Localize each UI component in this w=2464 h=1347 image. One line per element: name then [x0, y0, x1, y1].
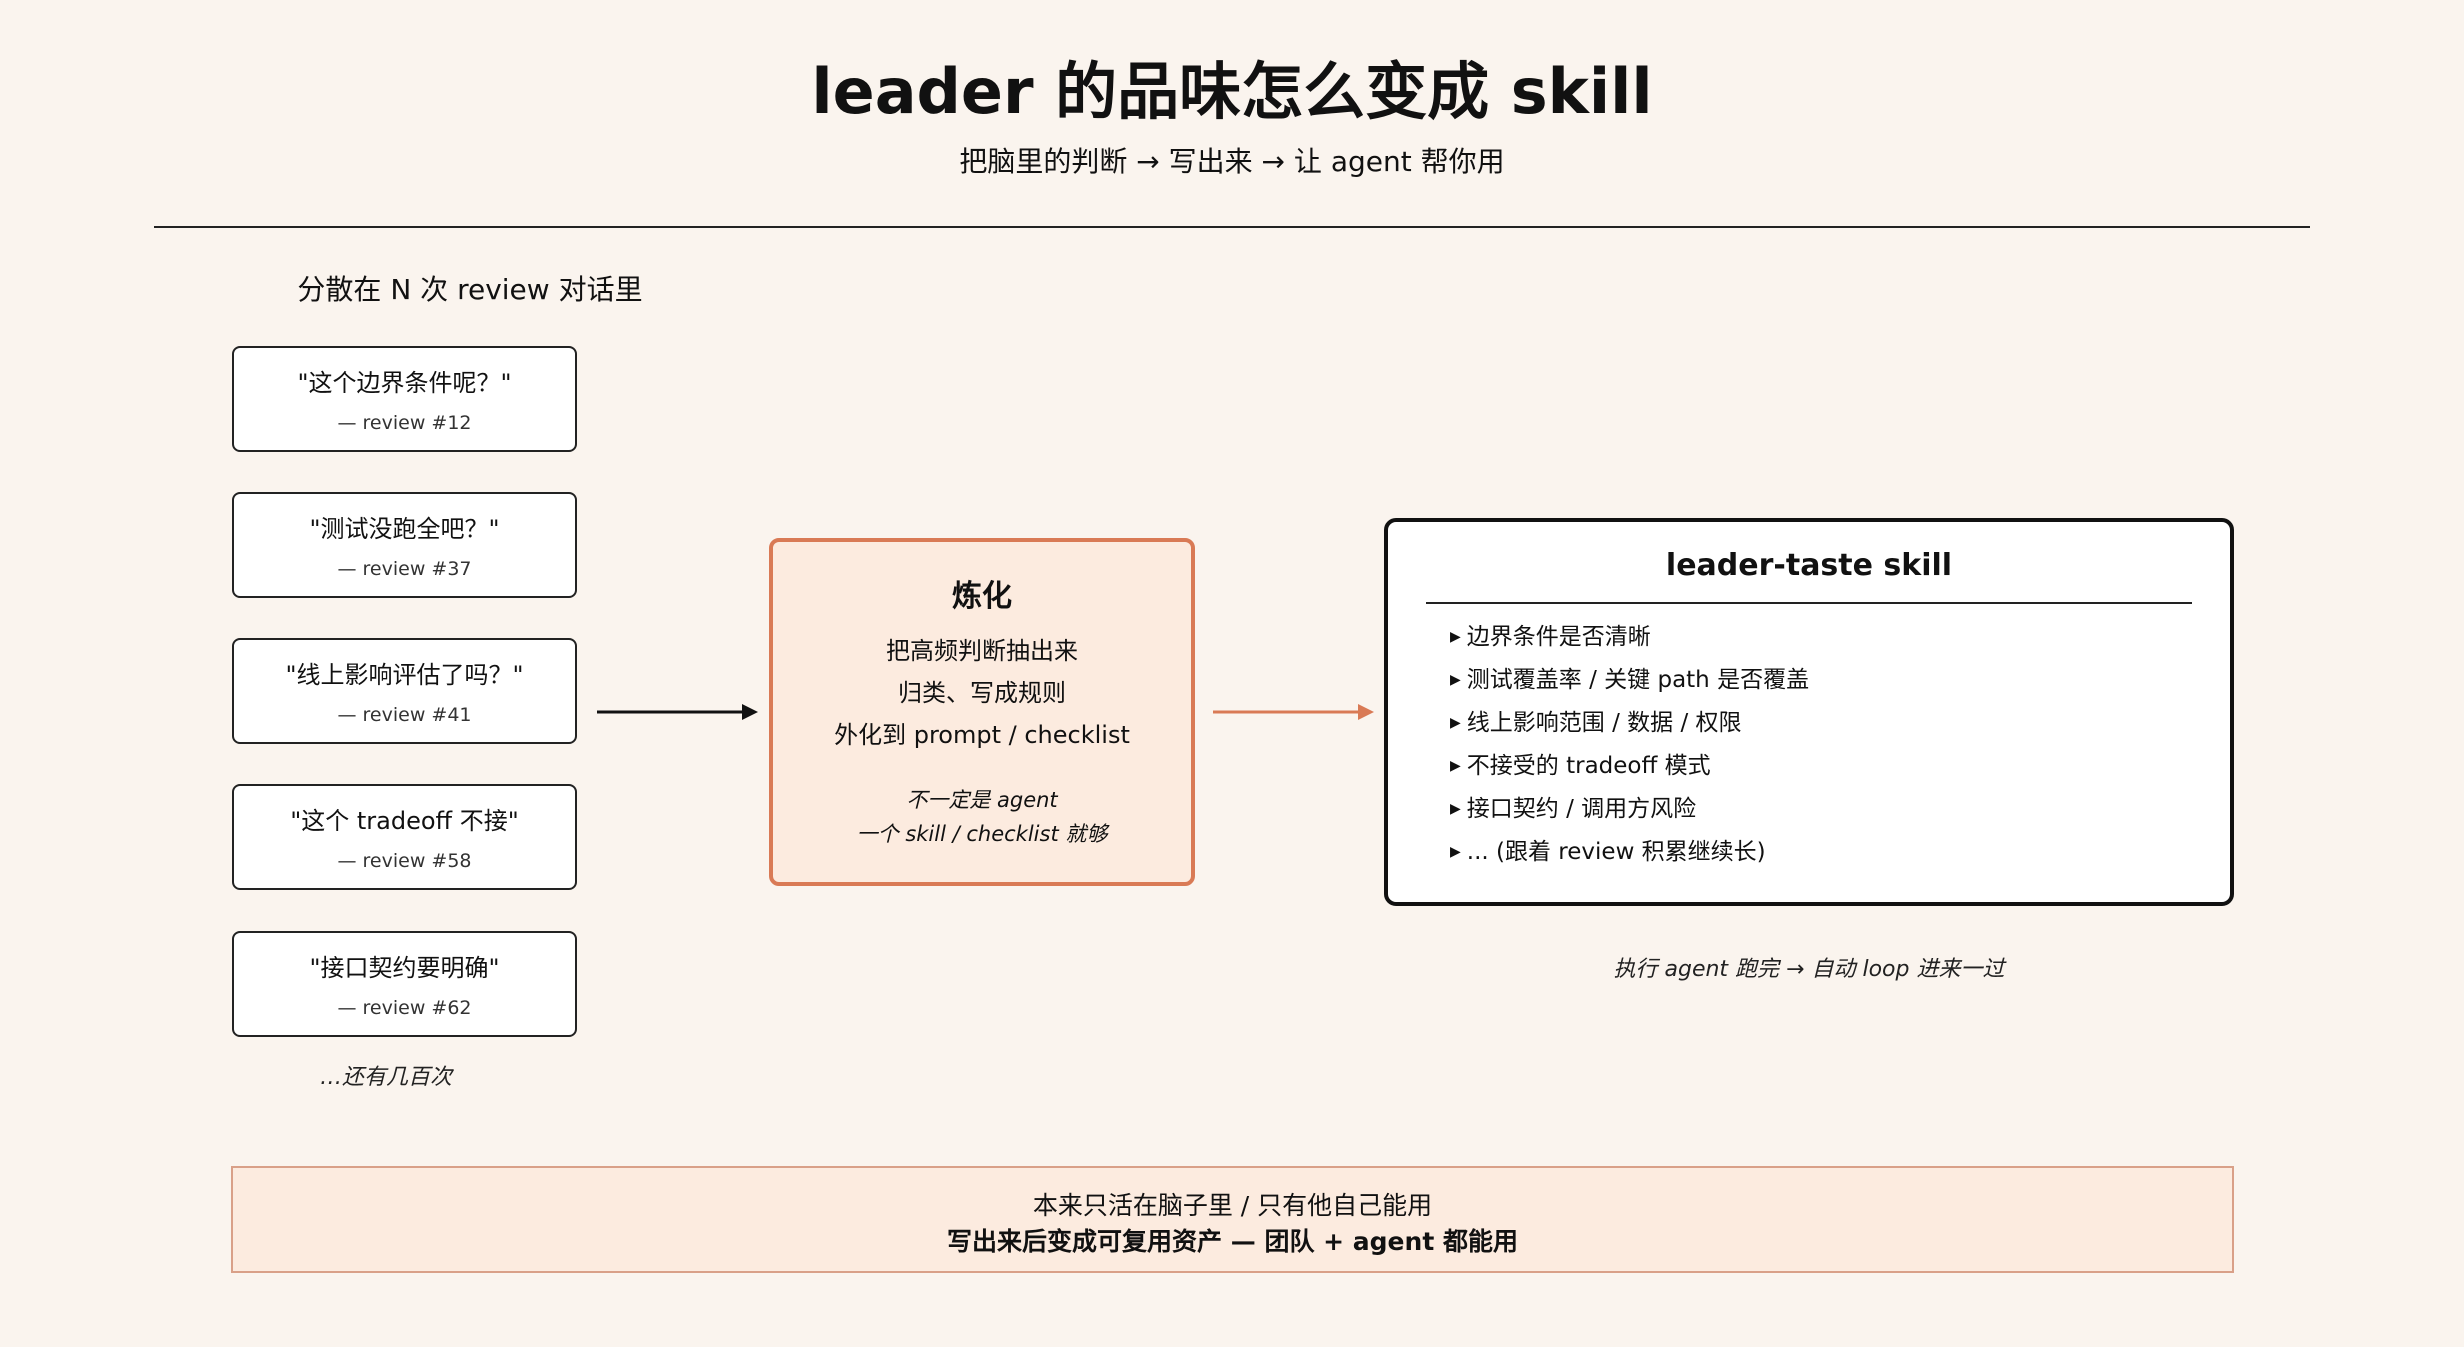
bullet-triangle-icon: ▶: [1450, 844, 1461, 860]
quote-text: "测试没跑全吧？": [309, 515, 500, 543]
quote-text: "线上影响评估了吗？": [285, 661, 524, 689]
quote-card: "这个 tradeoff 不接" — review #58: [232, 784, 577, 890]
header-divider: [154, 226, 2310, 228]
sources-label: 分散在 N 次 review 对话里: [297, 273, 643, 306]
skill-item: ▶ 接口契约 / 调用方风险: [1450, 792, 2200, 826]
quote-source: — review #37: [337, 558, 472, 580]
skill-item: ▶ 线上影响范围 / 数据 / 权限: [1450, 706, 2200, 740]
skill-item: ▶ 测试覆盖率 / 关键 path 是否覆盖: [1450, 663, 2200, 697]
bullet-triangle-icon: ▶: [1450, 758, 1461, 774]
skill-title-divider: [1426, 602, 2192, 604]
quote-text: "这个边界条件呢？": [297, 369, 512, 397]
footer-summary-box: 本来只活在脑子里 / 只有他自己能用 写出来后变成可复用资产 — 团队 + ag…: [231, 1166, 2234, 1273]
bullet-triangle-icon: ▶: [1450, 801, 1461, 817]
skill-item: ▶ 边界条件是否清晰: [1450, 620, 2200, 654]
footer-line-before: 本来只活在脑子里 / 只有他自己能用: [1032, 1191, 1433, 1220]
skill-box: leader-taste skill ▶ 边界条件是否清晰 ▶ 测试覆盖率 / 关键…: [1384, 518, 2234, 906]
skill-item-text: 边界条件是否清晰: [1466, 624, 1651, 650]
skill-item-text: 不接受的 tradeoff 模式: [1466, 753, 1711, 779]
bullet-triangle-icon: ▶: [1450, 715, 1461, 731]
quote-card: "测试没跑全吧？" — review #37: [232, 492, 577, 598]
refine-step: 把高频判断抽出来: [886, 637, 1078, 665]
more-reviews-note: …还有几百次: [319, 1065, 452, 1090]
skill-title: leader-taste skill: [1665, 548, 1953, 583]
refine-step: 归类、写成规则: [898, 679, 1066, 707]
refine-title: 炼化: [952, 579, 1012, 614]
refine-step: 外化到 prompt / checklist: [834, 721, 1130, 749]
quote-text: "这个 tradeoff 不接": [290, 807, 519, 835]
arrow-sources-to-refine: [597, 704, 758, 720]
exec-loop-note: 执行 agent 跑完 → 自动 loop 进来一过: [1613, 957, 2005, 982]
arrow-refine-to-skill: [1213, 704, 1374, 720]
quote-text: "接口契约要明确": [309, 954, 500, 982]
skill-item-text: 接口契约 / 调用方风险: [1466, 796, 1697, 822]
quote-card: "接口契约要明确" — review #62: [232, 931, 577, 1037]
skill-item-text: 线上影响范围 / 数据 / 权限: [1466, 710, 1742, 736]
quote-source: — review #58: [337, 850, 472, 872]
quote-source: — review #41: [337, 704, 472, 726]
quote-source: — review #12: [337, 412, 472, 434]
page-subtitle: 把脑里的判断 → 写出来 → 让 agent 帮你用: [959, 145, 1505, 178]
quote-source: — review #62: [337, 997, 472, 1019]
skill-item: ▶ ... (跟着 review 积累继续长): [1450, 835, 2200, 869]
skill-item-text: ... (跟着 review 积累继续长): [1466, 839, 1766, 865]
refine-box: 炼化 把高频判断抽出来 归类、写成规则 外化到 prompt / checkli…: [769, 538, 1195, 886]
footer-line-after: 写出来后变成可复用资产 — 团队 + agent 都能用: [947, 1227, 1518, 1256]
quote-card: "线上影响评估了吗？" — review #41: [232, 638, 577, 744]
page-title: leader 的品味怎么变成 skill: [811, 55, 1653, 128]
skill-item-text: 测试覆盖率 / 关键 path 是否覆盖: [1466, 667, 1810, 693]
refine-note: 不一定是 agent: [906, 788, 1058, 812]
bullet-triangle-icon: ▶: [1450, 629, 1461, 645]
quote-card: "这个边界条件呢？" — review #12: [232, 346, 577, 452]
bullet-triangle-icon: ▶: [1450, 672, 1461, 688]
refine-note: 一个 skill / checklist 就够: [856, 822, 1108, 846]
skill-item: ▶ 不接受的 tradeoff 模式: [1450, 749, 2200, 783]
